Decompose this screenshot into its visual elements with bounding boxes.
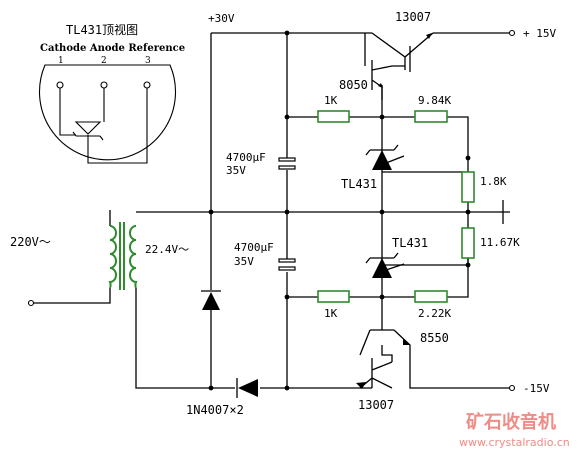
cap-bot-volt: 35V bbox=[234, 255, 254, 268]
capacitor-top: 4700μF 35V bbox=[226, 151, 296, 177]
minus15-out bbox=[409, 370, 510, 389]
r-mid-top-label: 1.8K bbox=[480, 175, 507, 188]
cap-bot-value: 4700μF bbox=[234, 241, 274, 254]
r-mid-bot-label: 11.67K bbox=[480, 236, 520, 249]
r-top-label: 1K bbox=[324, 94, 338, 107]
transistor-13007-bottom bbox=[356, 345, 393, 389]
resistor-1k-bottom bbox=[317, 290, 350, 303]
transistor-8550 bbox=[359, 320, 411, 370]
junctions bbox=[208, 30, 471, 391]
pin2-dot bbox=[100, 81, 108, 89]
pinout-pin3: 3 bbox=[145, 56, 151, 66]
pin3-dot bbox=[143, 81, 151, 89]
transistor-8050 bbox=[364, 33, 405, 100]
q-bot-label: 13007 bbox=[358, 398, 394, 412]
rectifier-diode-vertical bbox=[201, 290, 221, 310]
tl431-top-symbol bbox=[365, 144, 405, 170]
resistor-2-22k bbox=[414, 290, 448, 303]
q-top-label: 13007 bbox=[395, 10, 431, 24]
tl431-pinout: TL431顶视图 Cathode Anode Reference 1 2 3 bbox=[38, 22, 185, 164]
primary-coil bbox=[108, 225, 117, 289]
pinout-leads bbox=[59, 88, 148, 164]
tl431-bottom-label: TL431 bbox=[392, 236, 428, 250]
plus15-label: + 15V bbox=[523, 27, 556, 40]
pinout-pin1: 1 bbox=[58, 56, 64, 66]
diodes-label: 1N4007×2 bbox=[186, 403, 244, 417]
r-top-fb-label: 9.84K bbox=[418, 94, 451, 107]
pinout-pin2: 2 bbox=[101, 56, 107, 66]
pinout-pin-names: Cathode Anode Reference bbox=[40, 43, 185, 54]
rectifier-diode-horizontal bbox=[236, 378, 258, 398]
secondary-coil bbox=[129, 225, 138, 289]
minus15-terminal bbox=[508, 384, 516, 392]
plus30-label: +30V bbox=[208, 12, 235, 25]
q-bot-driver-label: 8550 bbox=[420, 331, 449, 345]
wiring bbox=[135, 29, 516, 392]
resistor-9-84k bbox=[414, 110, 448, 123]
pin1-dot bbox=[56, 81, 64, 89]
cap-top-value: 4700μF bbox=[226, 151, 266, 164]
capacitor-bottom: 4700μF 35V bbox=[234, 241, 296, 271]
resistor-1k-top bbox=[317, 110, 350, 123]
tl431-bottom-symbol bbox=[365, 252, 405, 278]
minus15-label: -15V bbox=[523, 382, 550, 395]
secondary-bottom-lead bbox=[135, 288, 235, 389]
watermark-url: www.crystalradio.cn bbox=[459, 436, 570, 449]
watermark-cn: 矿石收音机 bbox=[466, 411, 556, 433]
secondary-label: 22.4V～ bbox=[145, 243, 189, 256]
mains-terminal bbox=[27, 299, 35, 307]
tl431-top-label: TL431 bbox=[341, 177, 377, 191]
mains-label: 220V～ bbox=[10, 235, 51, 249]
q-top-driver-label: 8050 bbox=[339, 78, 368, 92]
pinout-zener-symbol bbox=[74, 121, 102, 135]
to92-package-outline bbox=[38, 64, 177, 161]
pinout-title: TL431顶视图 bbox=[66, 22, 138, 37]
cap-top-volt: 35V bbox=[226, 164, 246, 177]
r-bot-label: 1K bbox=[324, 307, 338, 320]
primary-leads bbox=[33, 210, 111, 304]
resistor-1-8k bbox=[461, 171, 475, 203]
r-bot-fb-label: 2.22K bbox=[418, 307, 451, 320]
mains-transformer: 220V～ 22.4V～ bbox=[10, 210, 189, 307]
pinout-zener-bar bbox=[72, 113, 105, 141]
plus15-terminal bbox=[508, 29, 516, 37]
resistor-11-67k bbox=[461, 227, 475, 259]
